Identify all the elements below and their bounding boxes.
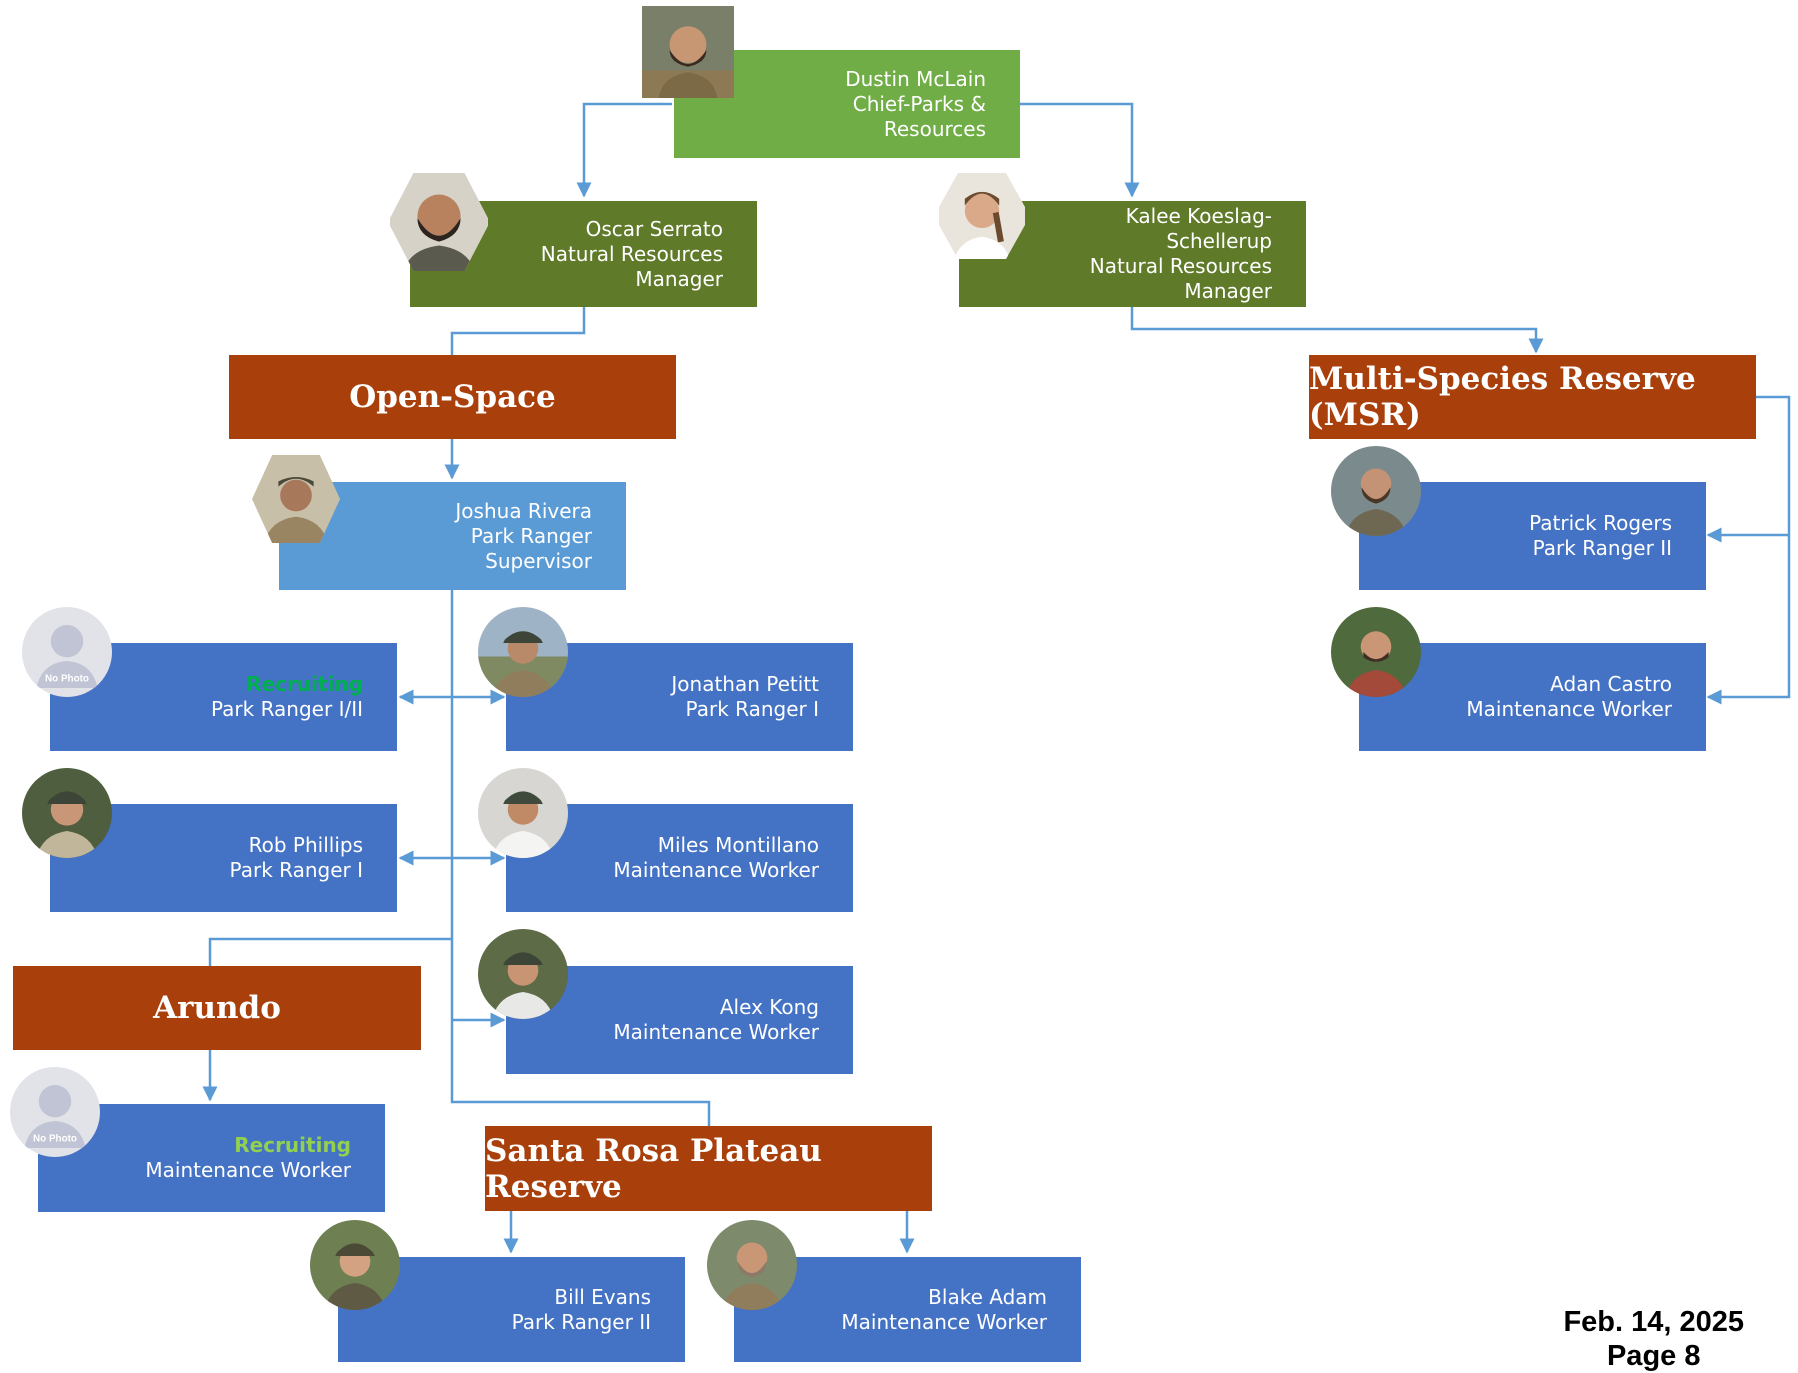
section-header-open-space: Open-Space bbox=[229, 355, 676, 439]
staff-title: Park Ranger I bbox=[685, 697, 819, 721]
staff-title: Maintenance Worker bbox=[145, 1158, 351, 1182]
staff-title: Park Ranger I bbox=[229, 858, 363, 882]
staff-title: Maintenance Worker bbox=[1466, 697, 1672, 721]
staff-title: Park Ranger II bbox=[1532, 536, 1672, 560]
staff-title: Maintenance Worker bbox=[841, 1309, 1047, 1334]
connector-to-arundo bbox=[208, 937, 452, 966]
staff-name: Blake Adam bbox=[928, 1284, 1047, 1309]
section-header-msr: Multi-Species Reserve (MSR) bbox=[1309, 355, 1756, 439]
connector-oscar-to-open-space bbox=[450, 307, 586, 355]
connector-chief-to-oscar bbox=[576, 102, 672, 198]
alex-photo bbox=[478, 929, 568, 1019]
chief-photo bbox=[642, 6, 734, 98]
staff-title: Maintenance Worker bbox=[613, 1020, 819, 1044]
manager-name-line-2: Schellerup bbox=[1166, 229, 1272, 253]
staff-name: Adan Castro bbox=[1550, 672, 1672, 696]
jonathan-photo bbox=[478, 607, 568, 697]
section-header-santa-rosa: Santa Rosa Plateau Reserve bbox=[485, 1126, 932, 1211]
no-photo-text: No Photo bbox=[45, 674, 89, 685]
footer-date: Feb. 14, 2025 bbox=[1563, 1306, 1744, 1338]
page-footer: Feb. 14, 2025 Page 8 bbox=[1563, 1305, 1744, 1373]
recruiting-label: Recruiting bbox=[246, 672, 363, 696]
staff-title: Park Ranger I/II bbox=[211, 697, 363, 721]
staff-card-recruiting-maintenance: Recruiting Maintenance Worker bbox=[38, 1104, 385, 1212]
no-photo-avatar-icon: No Photo bbox=[10, 1067, 100, 1157]
chief-card: Dustin McLain Chief-Parks & Resources bbox=[674, 50, 1020, 158]
supervisor-name: Joshua Rivera bbox=[455, 498, 592, 523]
staff-card-miles: Miles Montillano Maintenance Worker bbox=[506, 804, 853, 912]
manager-title-line-2: Manager bbox=[635, 266, 723, 291]
supervisor-card: Joshua Rivera Park Ranger Supervisor bbox=[279, 482, 626, 590]
staff-card-adan: Adan Castro Maintenance Worker bbox=[1359, 643, 1706, 751]
section-header-arundo: Arundo bbox=[13, 966, 421, 1050]
supervisor-title-line-2: Supervisor bbox=[485, 548, 592, 573]
oscar-photo bbox=[388, 173, 490, 271]
adan-photo bbox=[1331, 607, 1421, 697]
no-photo-avatar-icon: No Photo bbox=[22, 607, 112, 697]
staff-name: Jonathan Petitt bbox=[671, 672, 819, 696]
connector-kalee-to-msr bbox=[1130, 307, 1544, 354]
manager-card-kalee: Kalee Koeslag- Schellerup Natural Resour… bbox=[959, 201, 1306, 307]
no-photo-text: No Photo bbox=[33, 1134, 77, 1145]
staff-title: Maintenance Worker bbox=[613, 858, 819, 882]
staff-name: Patrick Rogers bbox=[1529, 511, 1672, 535]
connector-msr-bracket bbox=[1706, 395, 1791, 705]
connector-supervisor-trunk bbox=[450, 590, 711, 1126]
miles-photo bbox=[478, 768, 568, 858]
manager-title-line-1: Natural Resources bbox=[540, 241, 723, 266]
supervisor-title-line-1: Park Ranger bbox=[470, 523, 592, 548]
footer-page-number: Page 8 bbox=[1606, 1340, 1701, 1372]
chief-name: Dustin McLain bbox=[845, 66, 986, 91]
manager-name-line-1: Kalee Koeslag- bbox=[1125, 204, 1272, 228]
staff-name: Alex Kong bbox=[719, 995, 819, 1019]
staff-name: Miles Montillano bbox=[657, 833, 819, 857]
manager-title-line-1: Natural Resources bbox=[1089, 254, 1272, 278]
manager-title-line-2: Manager bbox=[1184, 279, 1272, 303]
staff-name: Bill Evans bbox=[554, 1284, 651, 1309]
patrick-photo bbox=[1331, 446, 1421, 536]
staff-name: Rob Phillips bbox=[248, 833, 363, 857]
staff-title: Park Ranger II bbox=[511, 1309, 651, 1334]
blake-photo bbox=[707, 1220, 797, 1310]
recruiting-label: Recruiting bbox=[234, 1133, 351, 1157]
connector-chief-to-kalee bbox=[1020, 102, 1140, 198]
manager-name: Oscar Serrato bbox=[585, 216, 723, 241]
rob-photo bbox=[22, 768, 112, 858]
chief-title-line-1: Chief-Parks & bbox=[852, 91, 986, 116]
chief-title-line-2: Resources bbox=[883, 116, 986, 141]
supervisor-photo bbox=[252, 451, 340, 547]
kalee-photo bbox=[934, 173, 1030, 259]
bill-photo bbox=[310, 1220, 400, 1310]
